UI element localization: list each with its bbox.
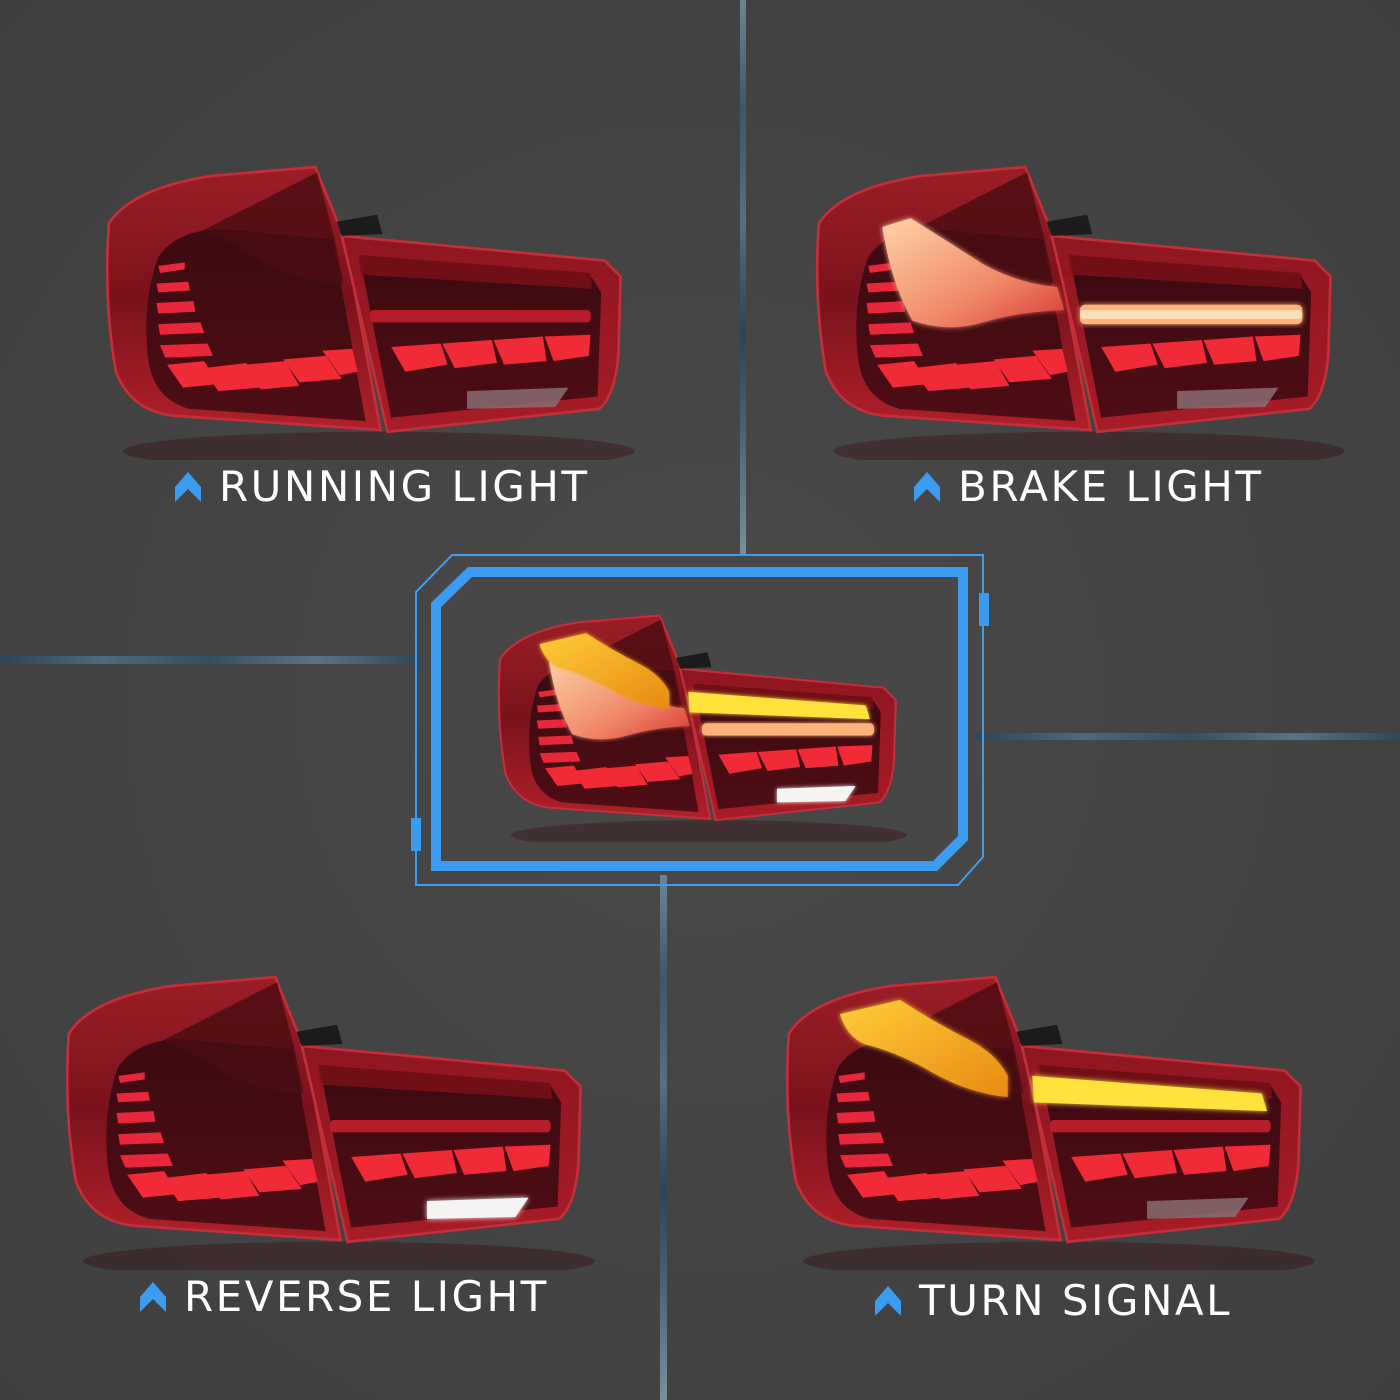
caption-text: BRAKE LIGHT [958,462,1264,511]
chevron-up-icon [914,471,940,502]
panel-turn-signal: TURN SIGNAL [667,740,1400,1400]
chevron-up-icon [875,1285,901,1316]
caption-text: REVERSE LIGHT [184,1272,549,1321]
chevron-up-icon [140,1281,166,1312]
taillight-running-image [105,165,637,460]
caption-running-light: RUNNING LIGHT [175,462,590,511]
divider-bottom [660,875,667,1400]
taillight-brake-image [815,165,1347,460]
caption-reverse-light: REVERSE LIGHT [140,1272,549,1321]
panel-reverse-light: REVERSE LIGHT [0,664,660,1400]
caption-turn-signal: TURN SIGNAL [875,1276,1232,1325]
panel-brake-light: BRAKE LIGHT [746,0,1400,735]
chevron-up-icon [175,471,201,502]
caption-text: TURN SIGNAL [919,1276,1232,1325]
taillight-turn-image [785,975,1317,1270]
divider-right [975,733,1400,740]
divider-left [0,656,420,664]
divider-top [740,0,746,555]
panel-running-light: RUNNING LIGHT [0,0,740,655]
taillight-reverse-image [65,975,597,1270]
caption-text: RUNNING LIGHT [219,462,590,511]
caption-brake-light: BRAKE LIGHT [914,462,1264,511]
